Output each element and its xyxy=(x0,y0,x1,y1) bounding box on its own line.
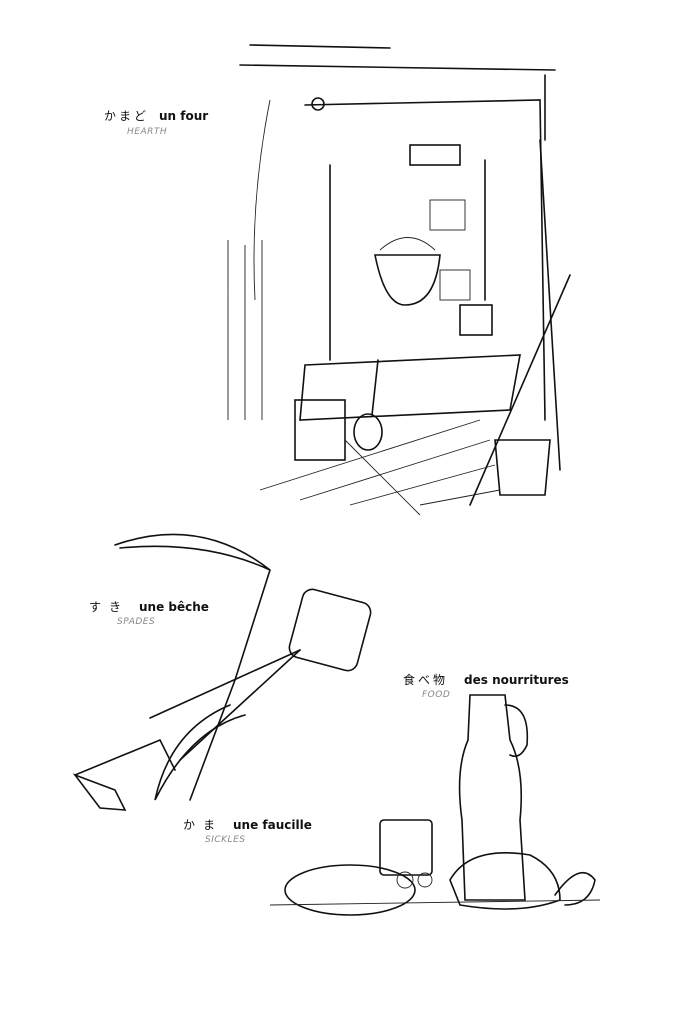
food-label: 食べ物 des nourritures xyxy=(403,669,569,688)
spade-label: すき une bêche xyxy=(89,596,209,615)
food-japanese: 食べ物 xyxy=(403,673,449,687)
food-illustration xyxy=(269,694,601,916)
spade-french: une bêche xyxy=(139,600,209,614)
food-english: FOOD xyxy=(422,690,451,700)
sickle-label: かま une faucille xyxy=(183,814,312,833)
food-french: des nourritures xyxy=(464,673,569,687)
sickle-japanese: かま xyxy=(183,818,224,832)
hearth-illustration xyxy=(227,44,571,516)
sickle-french: une faucille xyxy=(233,818,312,832)
spade-japanese: すき xyxy=(89,600,130,614)
sickle-english: SICKLES xyxy=(205,835,246,845)
hearth-english: HEARTH xyxy=(127,127,168,137)
hearth-japanese: かまど xyxy=(104,109,150,123)
hearth-label: かまど un four xyxy=(104,105,208,124)
spade-sickle-illustration xyxy=(72,533,372,811)
spade-english: SPADES xyxy=(117,617,156,627)
hearth-french: un four xyxy=(159,109,209,123)
